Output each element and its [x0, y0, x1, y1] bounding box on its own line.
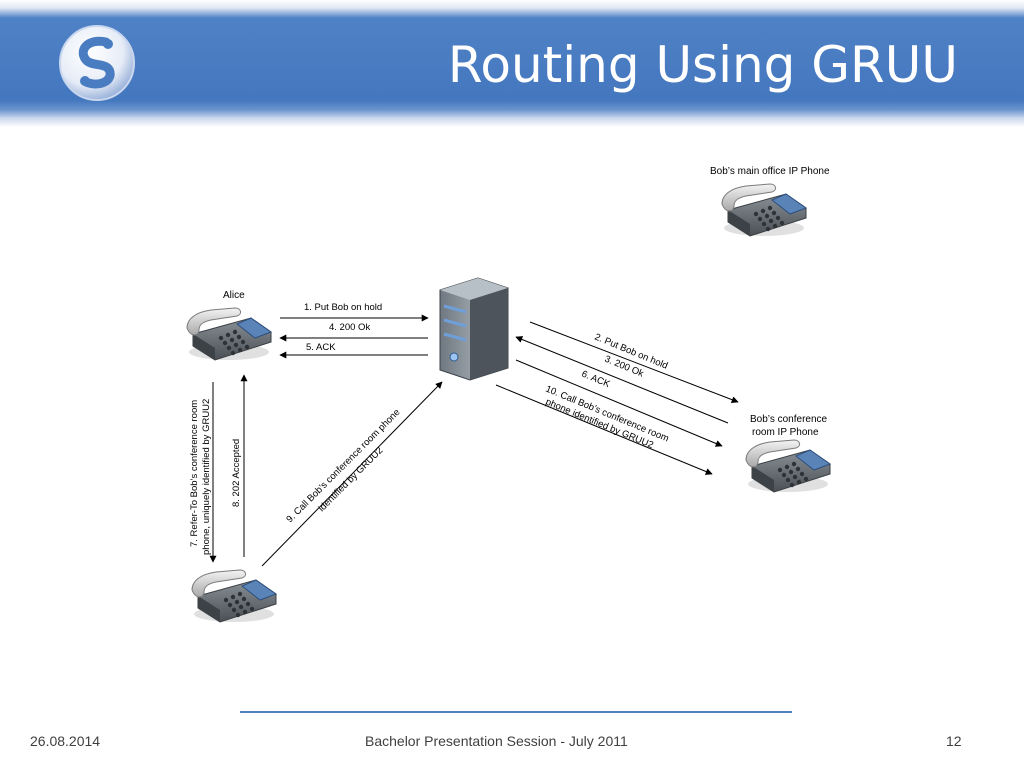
arrow-9 — [261, 381, 443, 567]
footer-divider — [240, 711, 792, 713]
slide-header — [0, 0, 1024, 127]
message-8-label: 8. 202 Accepted — [231, 439, 242, 507]
slide-title: Routing Using GRUU — [447, 36, 958, 94]
message-1-label: 1. Put Bob on hold — [304, 302, 382, 313]
message-6-label: 6. ACK — [580, 369, 612, 391]
message-4-label: 4. 200 Ok — [329, 322, 370, 333]
arrow-6 — [515, 359, 723, 447]
alice-phone-icon — [186, 307, 272, 361]
swirl-logo-icon — [59, 25, 135, 101]
arrow-10 — [495, 384, 713, 475]
message-7-label-2: phone, uniquely identified by GRUU2 — [201, 399, 212, 555]
arrow-3 — [515, 336, 729, 424]
alice-label: Alice — [223, 290, 245, 301]
message-5-label: 5. ACK — [306, 342, 336, 353]
bob-main-phone-icon — [721, 183, 807, 237]
server-icon — [439, 277, 509, 381]
bob-caller-phone-icon — [191, 569, 277, 623]
footer-session-title: Bachelor Presentation Session - July 201… — [365, 733, 628, 749]
footer-date: 26.08.2014 — [30, 733, 101, 749]
arrow-2 — [529, 321, 739, 404]
bob-conference-phone-icon — [745, 439, 831, 493]
bob-conference-label-2: room IP Phone — [752, 427, 819, 438]
message-9-label-1: 9. Call Bob’s conference room phone — [284, 407, 402, 525]
message-7-label-1: 7. Refer-To Bob’s conference room — [189, 400, 200, 547]
footer-page-number: 12 — [946, 733, 962, 749]
bob-conference-label-1: Bob’s conference — [750, 414, 828, 425]
bob-main-phone-label: Bob’s main office IP Phone — [710, 166, 830, 177]
